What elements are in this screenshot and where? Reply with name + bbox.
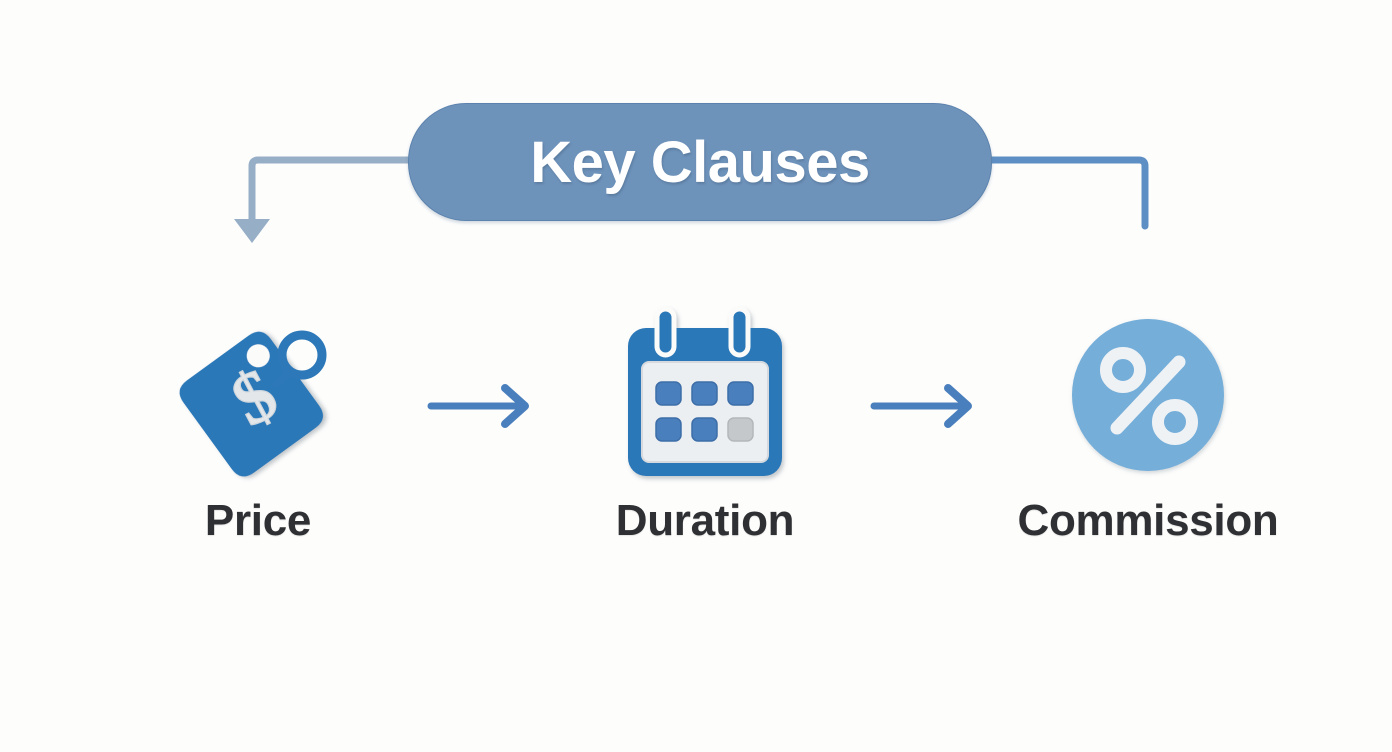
percent-circle-icon [1072,319,1224,471]
node-price[interactable]: $ Price [108,300,408,570]
tag-ring [272,330,327,388]
calendar-icon [628,306,782,476]
arrow-duration-to-commission [870,384,972,428]
node-duration[interactable]: Duration [555,300,855,570]
node-label-duration: Duration [615,496,795,545]
right-branch-connector [986,156,1149,230]
commission-icon-wrap [1048,300,1248,490]
key-clauses-title-pill: Key Clauses [408,103,992,221]
page-title: Key Clauses [530,129,870,195]
node-label-commission: Commission [1017,496,1279,545]
duration-icon-wrap [605,300,805,490]
node-commission[interactable]: Commission [998,300,1298,570]
left-branch-connector [234,156,412,243]
node-label-price: Price [204,496,312,545]
price-tag-dollar-icon: $ [179,330,327,477]
arrow-price-to-duration [427,384,529,428]
price-icon-wrap: $ [158,300,358,490]
